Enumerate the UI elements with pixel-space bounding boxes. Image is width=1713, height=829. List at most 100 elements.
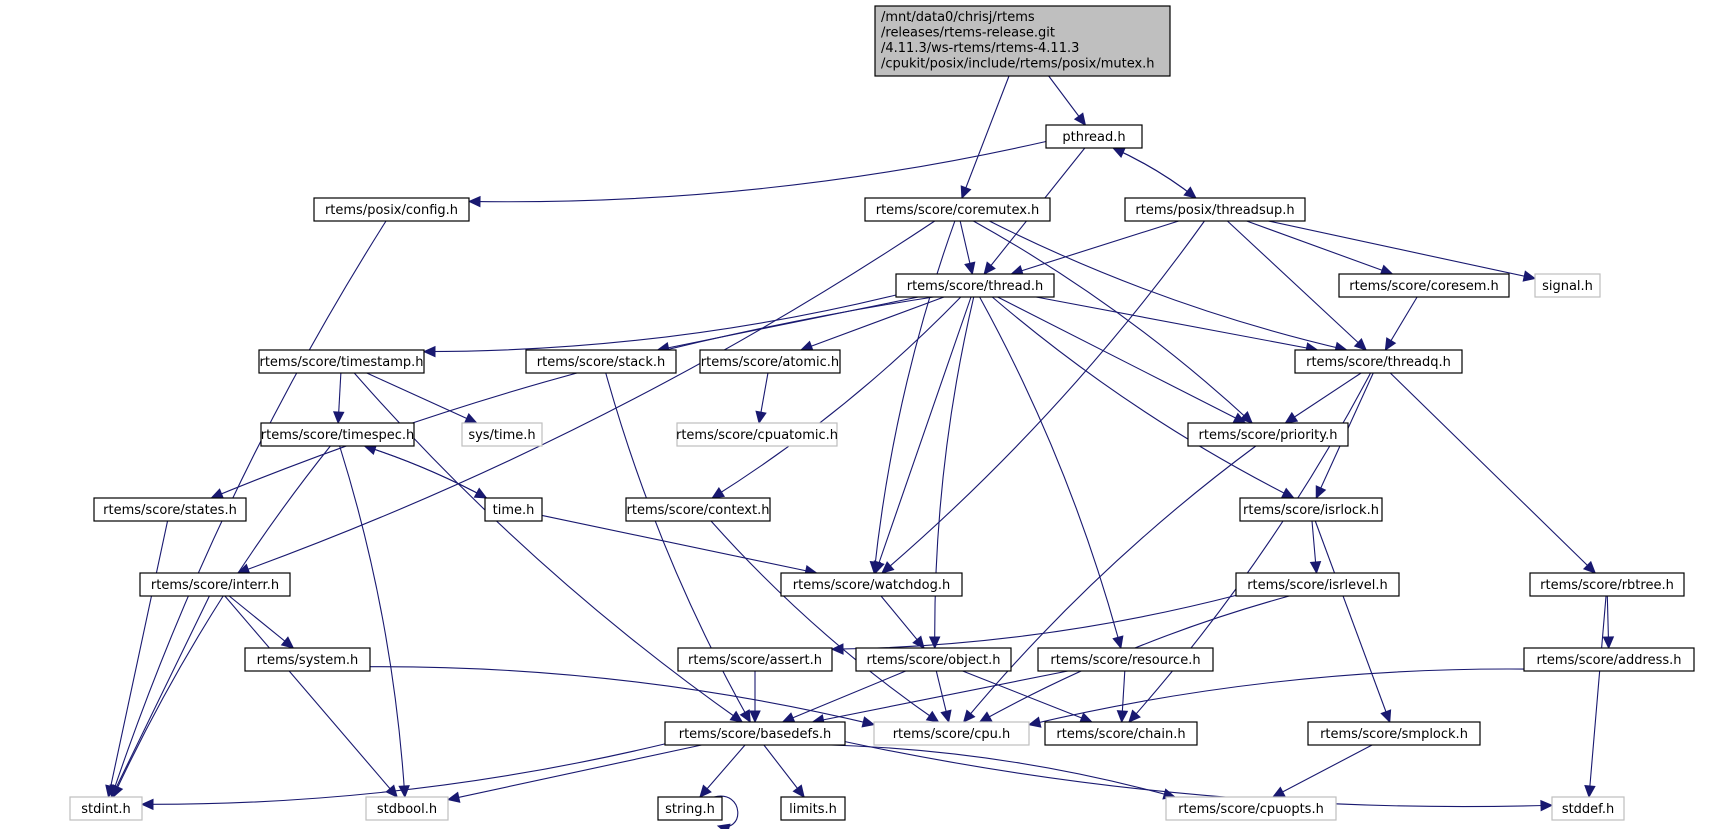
node-coresem[interactable]: rtems/score/coresem.h bbox=[1338, 273, 1510, 298]
edge-arrowhead bbox=[755, 410, 767, 425]
edge-line bbox=[997, 296, 1246, 424]
node-systime: sys/time.h bbox=[461, 422, 543, 447]
node-box bbox=[260, 422, 415, 447]
edge-isrlevel-to-assert bbox=[830, 594, 1237, 655]
node-signal: signal.h bbox=[1534, 273, 1601, 298]
node-box bbox=[874, 5, 1171, 77]
node-thread[interactable]: rtems/score/thread.h bbox=[895, 273, 1055, 298]
edge-arrowhead bbox=[1384, 337, 1397, 352]
edge-line bbox=[141, 743, 666, 805]
edge-arrowhead bbox=[711, 486, 726, 499]
node-box bbox=[1529, 572, 1685, 597]
node-states[interactable]: rtems/score/states.h bbox=[93, 497, 247, 522]
edge-assert-to-basedefs bbox=[749, 671, 761, 724]
edge-object-to-basedefs bbox=[781, 670, 906, 723]
node-chain[interactable]: rtems/score/chain.h bbox=[1044, 721, 1198, 746]
node-assert[interactable]: rtems/score/assert.h bbox=[677, 647, 833, 672]
edge-arrowhead bbox=[792, 784, 805, 798]
edge-coremutex-to-priority bbox=[973, 220, 1254, 424]
edge-arrowhead bbox=[962, 709, 976, 723]
edge-arrowhead bbox=[422, 345, 436, 358]
edge-smplock-to-cpuopts bbox=[1271, 744, 1373, 798]
node-watchdog[interactable]: rtems/score/watchdog.h bbox=[780, 572, 963, 597]
edge-basedefs-to-stddef bbox=[844, 741, 1554, 812]
node-box bbox=[1235, 572, 1400, 597]
edge-arrowhead bbox=[912, 635, 925, 649]
nodes-layer: /mnt/data0/chrisj/rtems/releases/rtems-r… bbox=[69, 5, 1695, 821]
node-isrlock[interactable]: rtems/score/isrlock.h bbox=[1239, 497, 1383, 522]
edge-line bbox=[873, 220, 956, 574]
edge-basedefs-to-stdint bbox=[140, 743, 666, 811]
edge-thread-to-isrlock bbox=[991, 296, 1295, 499]
edge-arrowhead bbox=[1116, 710, 1129, 724]
node-box bbox=[780, 796, 846, 821]
edge-arrowhead bbox=[1111, 147, 1126, 158]
node-box bbox=[1338, 273, 1510, 298]
node-box bbox=[1551, 796, 1625, 821]
edge-interr-to-system bbox=[228, 595, 295, 649]
edge-isrlock-to-smplock bbox=[1314, 520, 1392, 724]
node-threadq[interactable]: rtems/score/threadq.h bbox=[1294, 349, 1463, 374]
edge-coremutex-to-thread bbox=[959, 220, 976, 276]
edge-timespec-to-stdbool bbox=[339, 445, 410, 799]
edge-arrowhead bbox=[729, 710, 744, 723]
edge-arrowhead bbox=[1602, 636, 1615, 650]
node-stack[interactable]: rtems/score/stack.h bbox=[525, 349, 677, 374]
node-box bbox=[1187, 422, 1349, 447]
edge-line bbox=[237, 220, 936, 574]
edge-arrowhead bbox=[873, 560, 885, 575]
edge-line bbox=[1246, 220, 1393, 275]
edge-rbtree-to-address bbox=[1602, 595, 1615, 650]
node-pthread[interactable]: pthread.h bbox=[1045, 124, 1143, 149]
node-time[interactable]: time.h bbox=[484, 497, 543, 522]
edge-line bbox=[1226, 220, 1367, 351]
node-isrlevel[interactable]: rtems/score/isrlevel.h bbox=[1235, 572, 1400, 597]
node-resource[interactable]: rtems/score/resource.h bbox=[1037, 647, 1214, 672]
node-limits[interactable]: limits.h bbox=[780, 796, 846, 821]
edge-arrowhead bbox=[1073, 112, 1087, 126]
node-box bbox=[855, 647, 1012, 672]
node-atomic[interactable]: rtems/score/atomic.h bbox=[699, 349, 841, 374]
node-label: rtems/score/resource.h bbox=[1050, 653, 1200, 668]
node-coremutex[interactable]: rtems/score/coremutex.h bbox=[864, 197, 1051, 222]
node-threadsup[interactable]: rtems/posix/threadsup.h bbox=[1124, 197, 1306, 222]
edge-line bbox=[979, 296, 1122, 649]
edge-line bbox=[1035, 296, 1318, 351]
edge-threadsup-to-coresem bbox=[1246, 220, 1394, 276]
node-rbtree[interactable]: rtems/score/rbtree.h bbox=[1529, 572, 1685, 597]
node-label: rtems/score/priority.h bbox=[1199, 428, 1338, 443]
node-timespec[interactable]: rtems/score/timespec.h bbox=[260, 422, 415, 447]
node-priority[interactable]: rtems/score/priority.h bbox=[1187, 422, 1349, 447]
node-timestamp[interactable]: rtems/score/timestamp.h bbox=[258, 349, 425, 374]
edge-time-to-watchdog bbox=[541, 514, 818, 577]
node-box bbox=[625, 497, 771, 522]
edge-line bbox=[447, 744, 702, 801]
edge-timespec-to-time bbox=[364, 445, 488, 499]
node-label: rtems/score/cpuatomic.h bbox=[676, 428, 838, 443]
edge-line bbox=[541, 514, 817, 574]
edge-arrowhead bbox=[716, 823, 731, 829]
node-label: /cpukit/posix/include/rtems/posix/mutex.… bbox=[881, 57, 1155, 72]
node-object[interactable]: rtems/score/object.h bbox=[855, 647, 1012, 672]
edge-arrowhead bbox=[978, 711, 993, 723]
node-context[interactable]: rtems/score/context.h bbox=[625, 497, 771, 522]
node-label: limits.h bbox=[789, 802, 837, 817]
node-address[interactable]: rtems/score/address.h bbox=[1523, 647, 1695, 672]
node-smplock[interactable]: rtems/score/smplock.h bbox=[1307, 721, 1481, 746]
edge-threadsup-to-watchdog bbox=[881, 220, 1205, 574]
node-posix_config[interactable]: rtems/posix/config.h bbox=[313, 197, 470, 222]
edge-line bbox=[962, 670, 1093, 723]
node-string[interactable]: string.h bbox=[657, 796, 723, 821]
edge-arrowhead bbox=[140, 798, 154, 811]
node-system[interactable]: rtems/system.h bbox=[244, 647, 371, 672]
edge-arrowhead bbox=[739, 709, 751, 724]
edge-arrowhead bbox=[1239, 410, 1254, 424]
edge-thread-to-atomic bbox=[799, 296, 945, 352]
edge-line bbox=[800, 296, 945, 351]
edge-basedefs-to-cpuopts bbox=[831, 744, 1177, 800]
edge-rbtree-to-stddef bbox=[1584, 595, 1607, 799]
node-label: /releases/rtems-release.git bbox=[881, 26, 1055, 41]
node-basedefs[interactable]: rtems/score/basedefs.h bbox=[664, 721, 846, 746]
edge-atomic-to-cpuatomic bbox=[755, 372, 769, 425]
node-interr[interactable]: rtems/score/interr.h bbox=[139, 572, 291, 597]
